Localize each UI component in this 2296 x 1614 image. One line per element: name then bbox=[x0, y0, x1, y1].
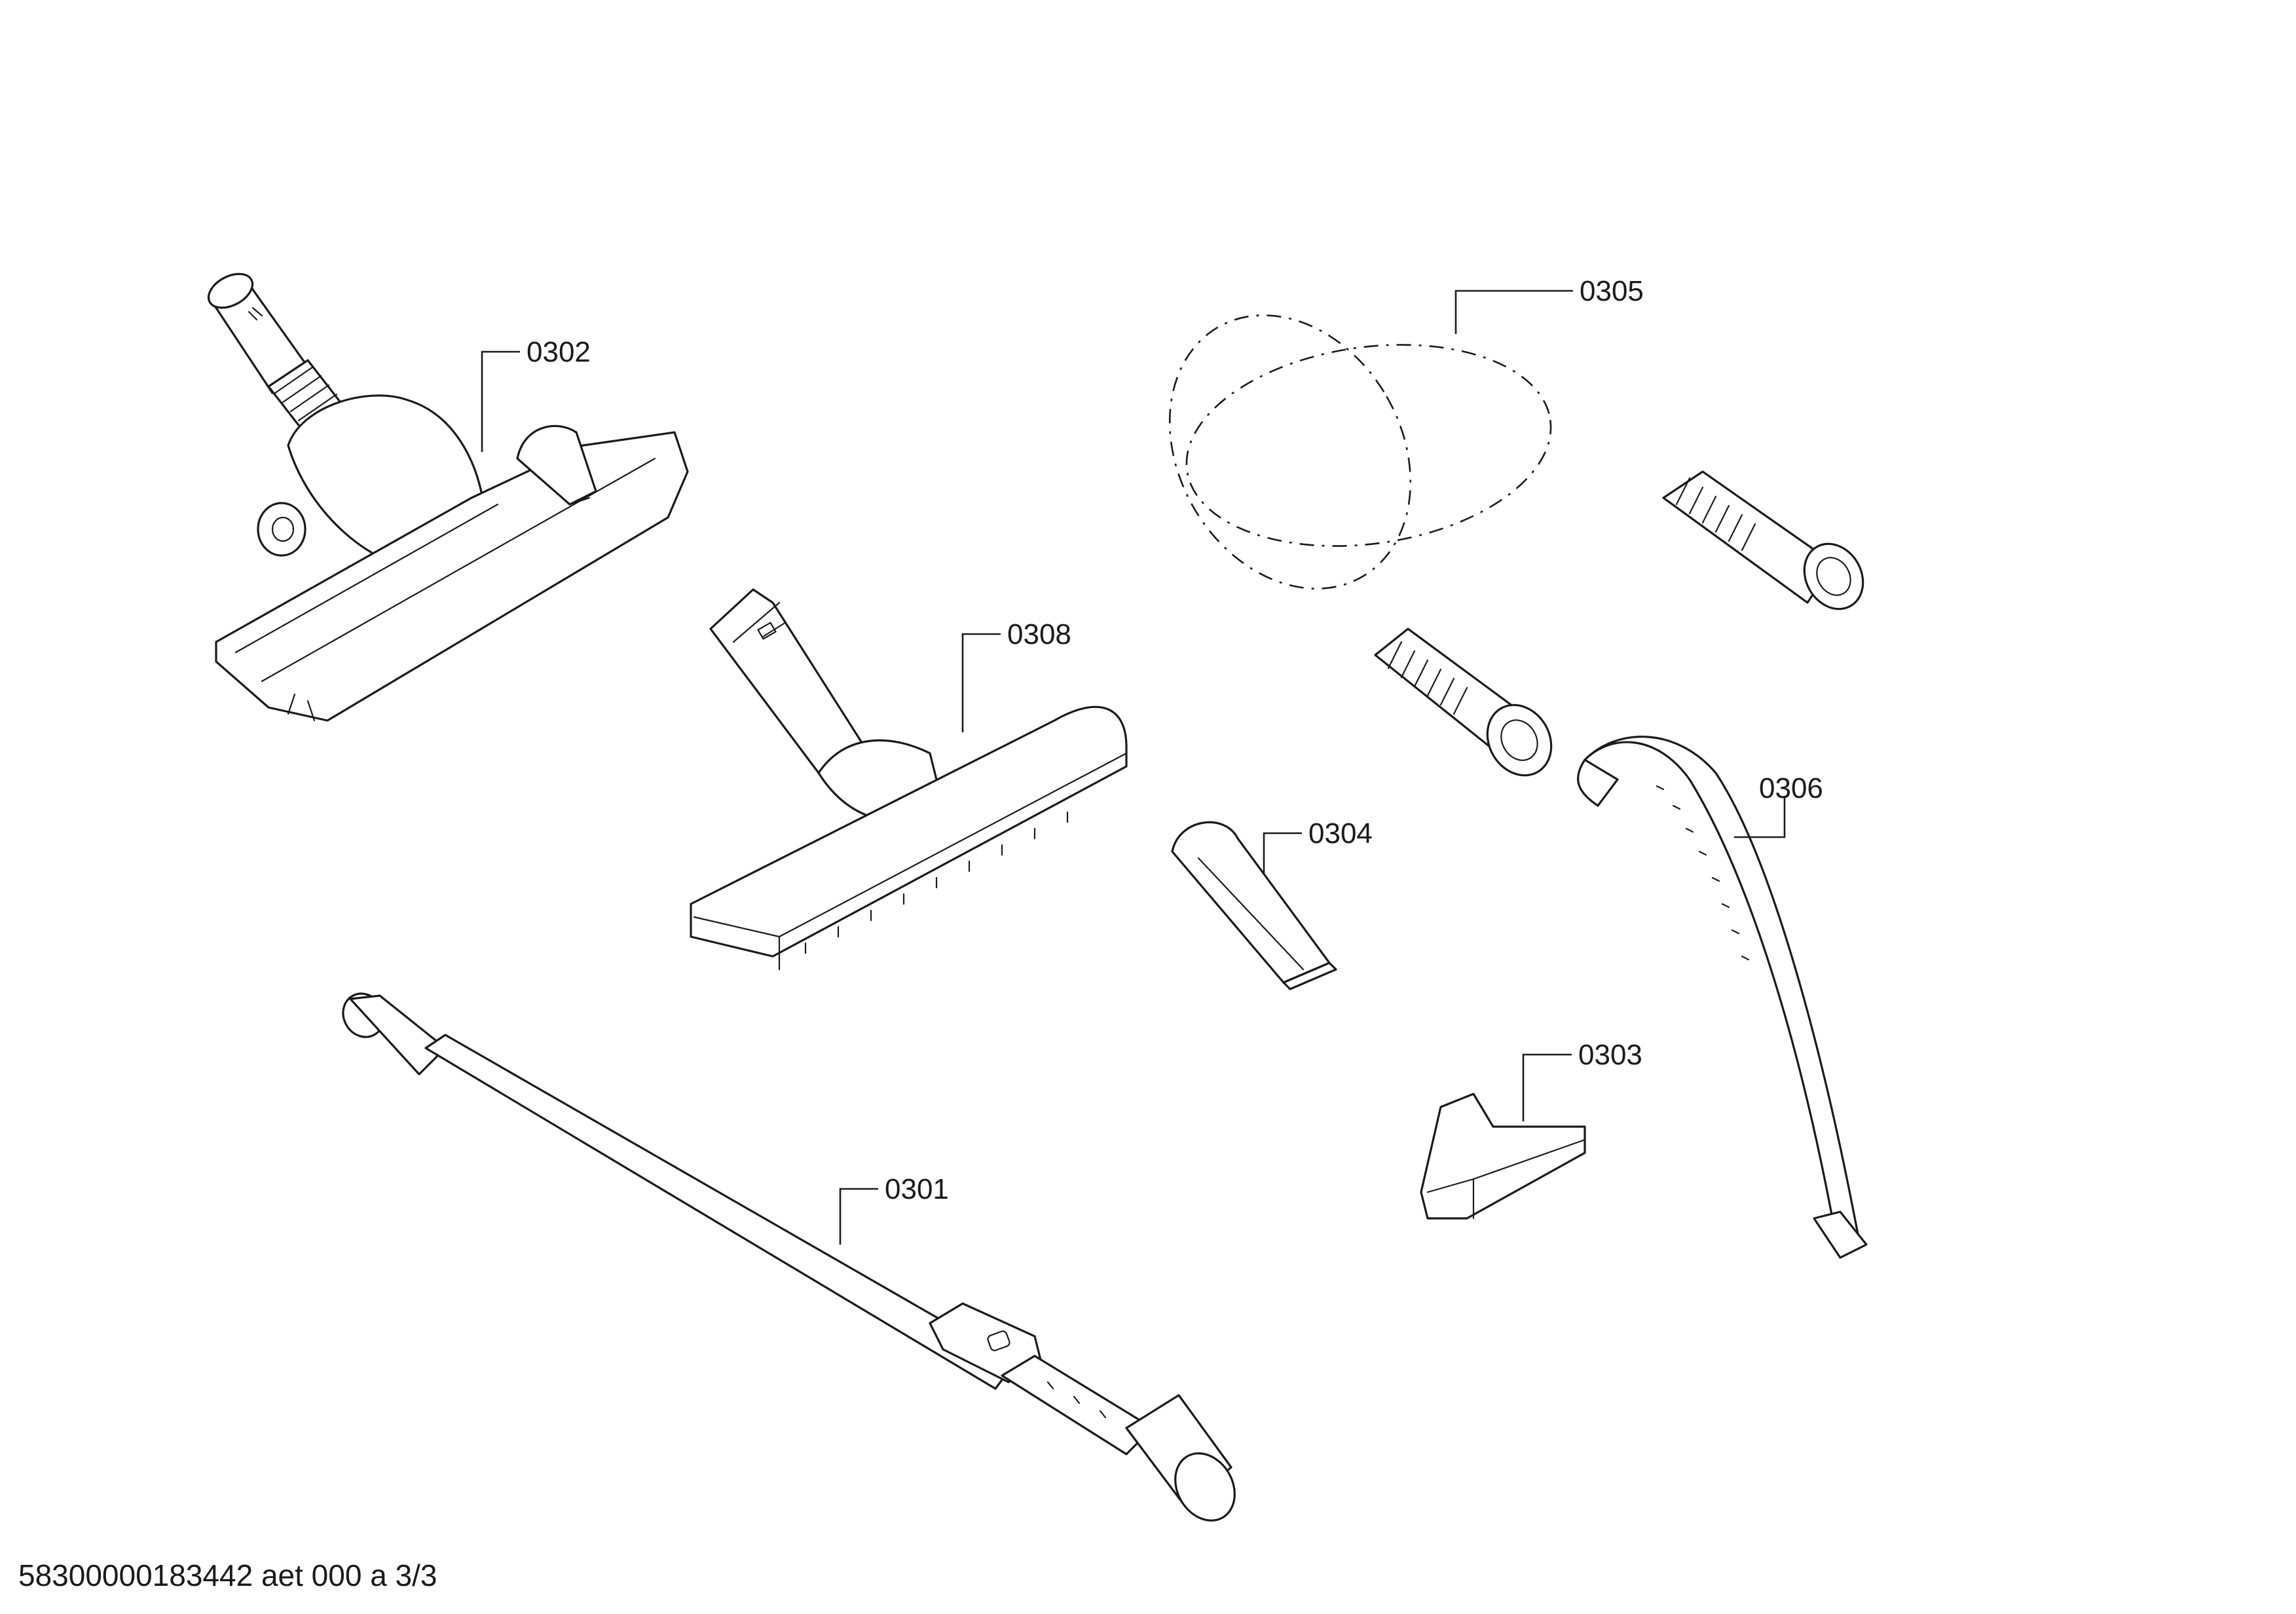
hose-drawing bbox=[1168, 290, 1864, 777]
part-label-0305: 0305 bbox=[1580, 275, 1644, 307]
part-label-0303: 0303 bbox=[1578, 1039, 1642, 1071]
parquet-nozzle-drawing bbox=[690, 588, 1128, 971]
part-label-0302: 0302 bbox=[527, 336, 591, 368]
part-label-0301: 0301 bbox=[885, 1173, 949, 1205]
part-label-0306: 0306 bbox=[1759, 772, 1823, 804]
document-footer-code: 58300000183442 aet 000 a 3/3 bbox=[18, 1558, 437, 1592]
part-label-0308: 0308 bbox=[1007, 618, 1071, 650]
crevice-tool-drawing bbox=[1171, 821, 1337, 990]
upholstery-nozzle-drawing bbox=[1420, 1053, 1586, 1220]
floor-nozzle-drawing bbox=[207, 272, 689, 722]
part-label-0304: 0304 bbox=[1308, 817, 1373, 850]
curved-handle-drawing bbox=[1577, 736, 1868, 1259]
telescopic-tube-drawing bbox=[342, 992, 1236, 1522]
